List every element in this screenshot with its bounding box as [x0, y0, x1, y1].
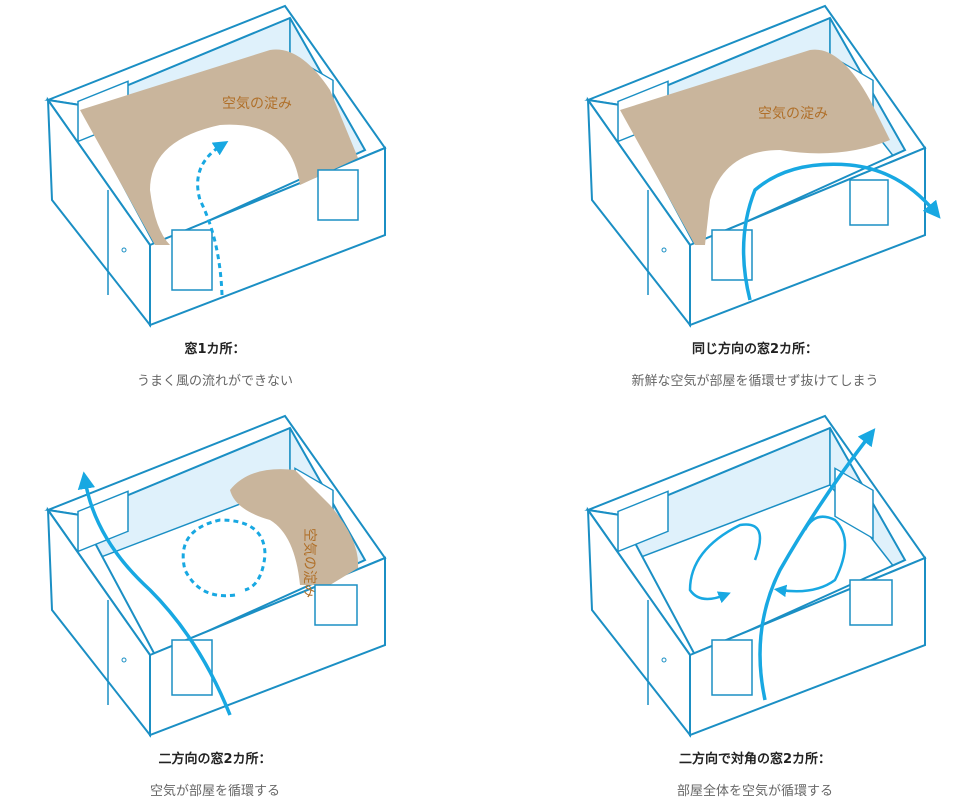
window — [849, 179, 889, 226]
window — [711, 639, 753, 696]
stagnant-air-label: 空気の淀み — [301, 528, 317, 598]
window — [314, 584, 358, 626]
airflow-arrow — [196, 141, 229, 296]
caption-title: 同じ方向の窓2カ所： — [691, 342, 819, 357]
stagnant-air-label: 空気の淀み — [222, 96, 292, 112]
airflow-arrow — [77, 471, 232, 716]
caption-title: 二方向の窓2カ所： — [158, 752, 272, 767]
window — [849, 579, 893, 626]
stagnant-air-area — [230, 469, 359, 585]
caption-title: 二方向で対角の窓2カ所： — [678, 752, 832, 767]
caption-panel-4: 二方向で対角の窓2カ所： 部屋全体を空気が循環する — [555, 748, 955, 799]
caption-subtitle: 空気が部屋を循環する — [149, 784, 280, 799]
airflow-arrow — [741, 162, 941, 301]
caption-panel-2: 同じ方向の窓2カ所： 新鮮な空気が部屋を循環せず抜けてしまう — [555, 338, 955, 389]
stagnant-air-area — [620, 49, 890, 246]
caption-title: 窓1カ所： — [184, 342, 246, 357]
room-panel-1: 空気の淀み — [47, 5, 386, 326]
circulation-arrow-right — [773, 515, 847, 598]
stagnant-air-label: 空気の淀み — [758, 106, 828, 122]
room-panel-4 — [587, 415, 926, 736]
caption-subtitle: 部屋全体を空気が循環する — [676, 784, 833, 799]
room-panel-2: 空気の淀み — [587, 5, 941, 326]
window — [171, 639, 213, 696]
window — [317, 169, 359, 221]
window — [171, 229, 213, 291]
circulation-arrow-left — [688, 523, 762, 604]
caption-subtitle: うまく風の流れができない — [136, 374, 293, 389]
airflow-arrow — [758, 428, 876, 701]
circulation-arrow — [181, 518, 267, 598]
caption-panel-1: 窓1カ所： うまく風の流れができない — [15, 338, 415, 389]
caption-panel-3: 二方向の窓2カ所： 空気が部屋を循環する — [15, 748, 415, 799]
caption-subtitle: 新鮮な空気が部屋を循環せず抜けてしまう — [631, 374, 879, 389]
room-panel-3: 空気の淀み — [47, 415, 386, 736]
stagnant-air-area — [80, 49, 358, 245]
